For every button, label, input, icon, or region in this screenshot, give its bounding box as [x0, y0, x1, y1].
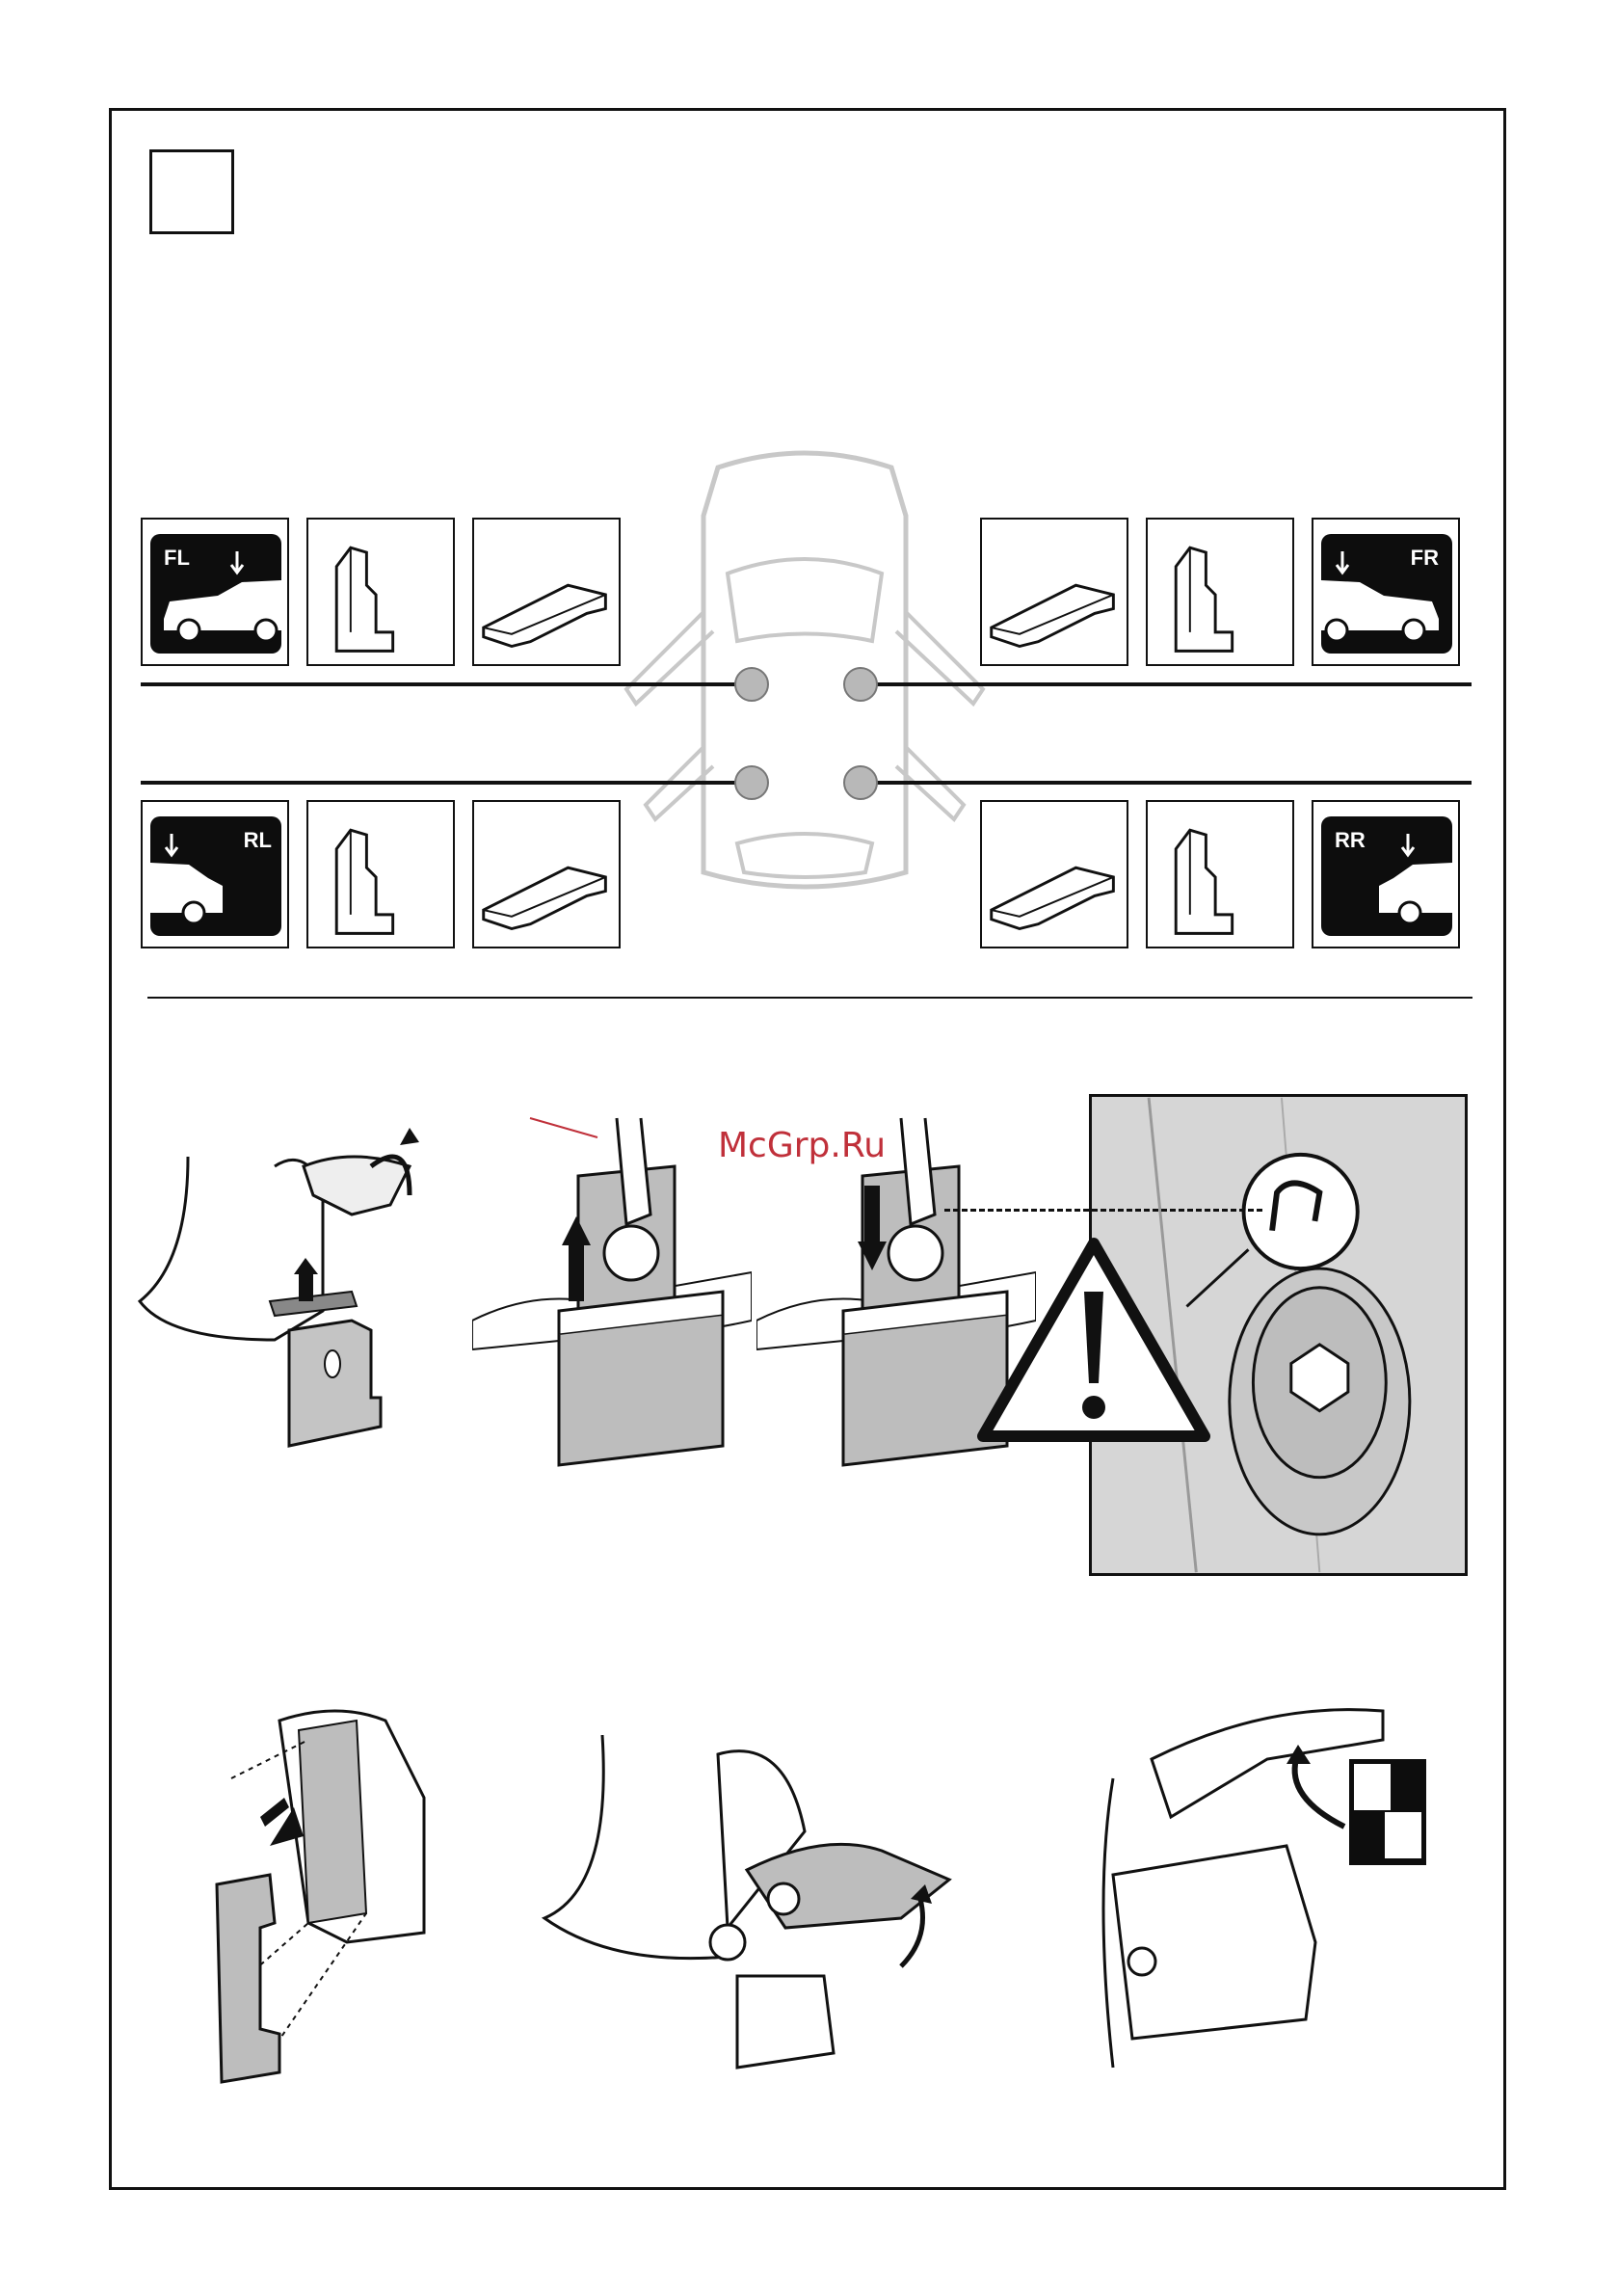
dashed-leader-line [944, 1209, 1262, 1215]
illustration-lever-up [472, 1099, 752, 1484]
panel-foot-bracket-fr [1146, 518, 1294, 666]
panel-rubber-pad-fl [472, 518, 621, 666]
panel-foot-bracket-fl [306, 518, 455, 666]
rear-right-line [858, 781, 1472, 785]
rear-left-line [141, 781, 738, 785]
rubber-pad-icon [474, 802, 619, 947]
panel-foot-bracket-rr [1146, 800, 1294, 948]
car-front-right-icon: FR [1321, 534, 1452, 654]
foot-bracket-icon [1148, 520, 1292, 664]
warning-triangle-icon [973, 1234, 1214, 1446]
section-divider [147, 997, 1472, 999]
car-rear-left-icon: RL [150, 816, 281, 936]
foot-bracket-icon [1148, 802, 1292, 947]
mount-point-fl [734, 667, 769, 702]
mount-point-rl [734, 765, 769, 800]
illustration-cover-open [535, 1735, 959, 2072]
panel-rr-position: RR [1312, 800, 1460, 948]
mount-point-fr [843, 667, 878, 702]
panel-rl-position: RL [141, 800, 289, 948]
foot-bracket-icon [308, 520, 453, 664]
illustration-cover-label [1036, 1701, 1441, 2087]
rubber-pad-icon [474, 520, 619, 664]
rubber-pad-icon [982, 520, 1127, 664]
panel-foot-bracket-rl [306, 800, 455, 948]
panel-fr-position: FR [1312, 518, 1460, 666]
rubber-pad-icon [982, 802, 1127, 947]
car-rear-right-icon: RR [1321, 816, 1452, 936]
car-top-view [617, 448, 993, 901]
front-right-line [858, 682, 1472, 686]
front-left-line [141, 682, 738, 686]
illustration-bracket-insert [130, 1108, 438, 1475]
panel-fl-position: FL [141, 518, 289, 666]
illustration-pad-slide [202, 1701, 453, 2087]
mount-point-rr [843, 765, 878, 800]
car-front-left-icon: FL [150, 534, 281, 654]
panel-rubber-pad-rr [980, 800, 1128, 948]
step-number-box [149, 149, 234, 234]
panel-rubber-pad-rl [472, 800, 621, 948]
panel-rubber-pad-fr [980, 518, 1128, 666]
foot-bracket-icon [308, 802, 453, 947]
